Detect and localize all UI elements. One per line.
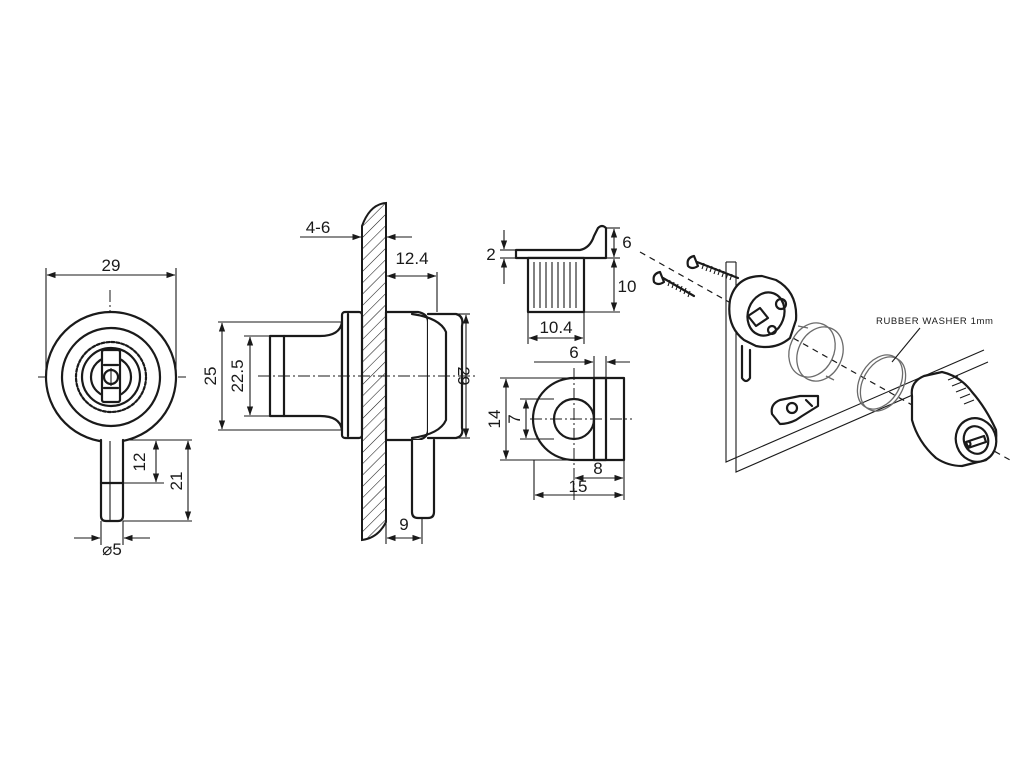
dim-pin-diameter: ⌀5 [102, 540, 122, 559]
cylinder-icon [910, 370, 998, 468]
catch-icon [770, 394, 820, 426]
dim-catch-thickness: 2 [486, 245, 495, 264]
dim-plan-inner: 7 [505, 414, 524, 423]
dim-inner-diameter: 22.5 [228, 359, 247, 392]
rubber-washer-label: RUBBER WASHER 1mm [876, 316, 994, 327]
dim-outer-diameter: 25 [201, 367, 220, 386]
washer-icon [788, 322, 844, 382]
dim-body-height: 29 [454, 367, 473, 386]
dim-front-width: 29 [102, 256, 121, 275]
exploded-view: RUBBER WASHER 1mm [639, 251, 1011, 473]
dim-plan-height: 14 [485, 410, 504, 429]
washer-icon [856, 354, 907, 412]
screw-icon [686, 254, 740, 281]
dim-plan-15: 15 [569, 477, 588, 496]
dim-catch-height: 10 [618, 277, 637, 296]
side-view: 4-6 12.4 25 22.5 29 9 [201, 201, 476, 544]
dim-plan-8: 8 [593, 459, 602, 478]
pin [99, 438, 125, 523]
catch-plan-view: 6 14 7 8 15 [485, 343, 632, 500]
keyway-icon [100, 348, 122, 404]
dim-pin-offset: 9 [399, 515, 408, 534]
screw-icon [652, 270, 696, 298]
dim-catch-lip: 6 [622, 233, 631, 252]
panel-section [361, 201, 387, 542]
dim-depth: 12.4 [395, 249, 428, 268]
catch-side-view: 2 6 10 10.4 [486, 224, 637, 344]
dim-panel-thickness: 4-6 [306, 218, 331, 237]
lock-body-icon [728, 274, 798, 383]
front-view: 29 12 21 ⌀5 [38, 256, 192, 559]
dim-catch-width: 10.4 [539, 318, 572, 337]
dim-plan-top: 6 [569, 343, 578, 362]
dim-pin-12: 12 [130, 453, 149, 472]
dim-pin-21: 21 [167, 472, 186, 491]
